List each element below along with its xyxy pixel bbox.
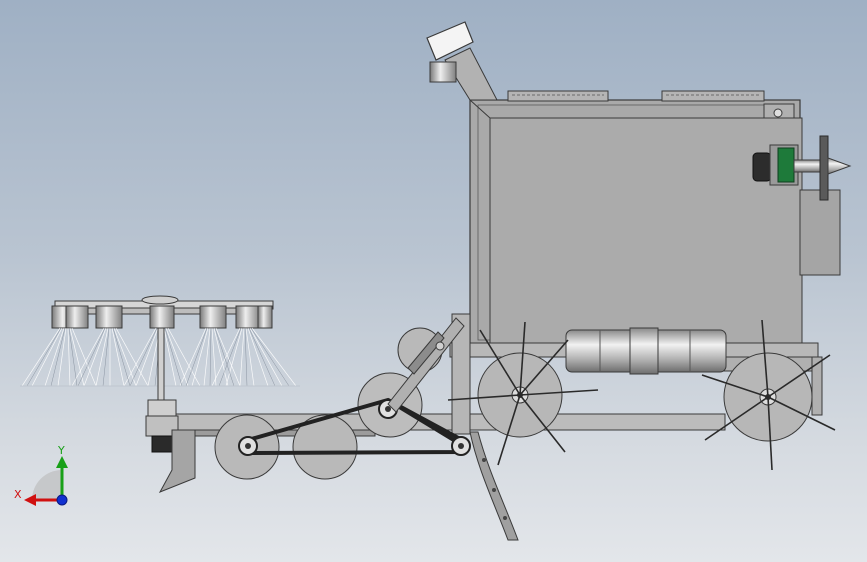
coordinate-triad: Y X	[14, 444, 68, 506]
y-axis-label: Y	[57, 444, 65, 457]
pulley-right	[451, 436, 471, 456]
spiked-wheel-front	[447, 321, 599, 466]
x-axis-label: X	[14, 488, 22, 501]
main-housing	[469, 90, 841, 346]
brush-assembly	[20, 295, 300, 493]
roller-cylinder	[565, 327, 727, 375]
z-axis-marker	[56, 494, 68, 506]
output-shaft	[752, 135, 852, 201]
pulley-left	[238, 436, 258, 456]
pulley-system	[214, 317, 471, 480]
spiked-wheel-rear	[701, 319, 836, 471]
feed-chute	[426, 21, 498, 101]
curved-blade	[469, 431, 519, 541]
